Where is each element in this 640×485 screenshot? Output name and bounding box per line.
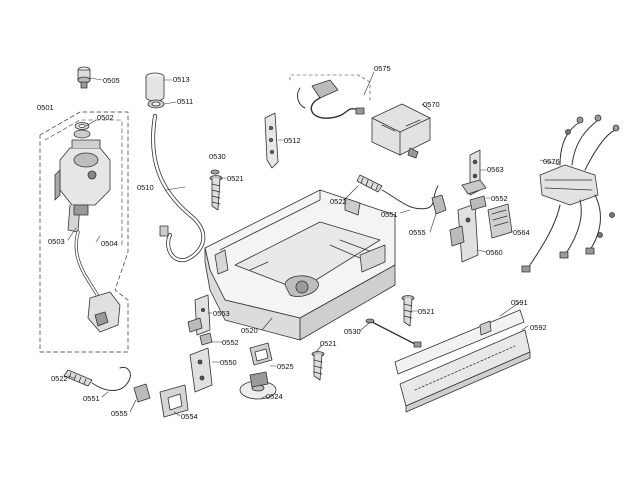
group-0501-outline [39, 111, 129, 353]
part-0525-clip [249, 342, 273, 366]
part-0522-screw-right [356, 174, 383, 193]
label-0525: 0525 [277, 362, 294, 371]
part-0592-panel [399, 329, 531, 413]
label-0521-low: 0521 [320, 339, 337, 348]
part-0524-disc [239, 371, 277, 400]
label-0513: 0513 [173, 75, 190, 84]
part-0550-bracket [189, 347, 213, 393]
part-0530-sensor-wire [371, 321, 416, 345]
part-0553-bracket [187, 294, 211, 336]
label-0592: 0592 [530, 323, 547, 332]
part-0551-wire-left [91, 367, 131, 391]
label-0591: 0591 [511, 298, 528, 307]
label-0511: 0511 [177, 97, 194, 106]
part-0551-wire-right [381, 185, 439, 210]
label-0552-right: 0552 [491, 194, 508, 203]
part-0564-connector [487, 203, 513, 239]
part-0521-screw-mid [401, 295, 415, 327]
label-0510: 0510 [137, 183, 154, 192]
label-0501: 0501 [37, 103, 54, 112]
label-0530-low: 0530 [344, 327, 361, 336]
part-0552-clip-left [199, 332, 213, 346]
label-0575: 0575 [374, 64, 391, 73]
part-0560-bracket [449, 203, 479, 263]
part-0576-wiring-harness [521, 114, 620, 273]
label-0564: 0564 [513, 228, 530, 237]
label-0512: 0512 [284, 136, 301, 145]
label-0504: 0504 [101, 239, 118, 248]
label-0550: 0550 [220, 358, 237, 367]
part-0555-clip-left [133, 383, 151, 403]
part-0521-screw-top [209, 175, 223, 211]
label-0563: 0563 [487, 165, 504, 174]
part-0522-screw-left [63, 369, 93, 387]
label-0521-top: 0521 [227, 174, 244, 183]
part-0502-seal [73, 122, 91, 139]
label-0551-left: 0551 [83, 394, 100, 403]
part-0570-control-module [371, 103, 431, 159]
label-0522-left: 0522 [51, 374, 68, 383]
label-0570: 0570 [423, 100, 440, 109]
part-0555-clip-right [431, 194, 447, 215]
part-0552-clip-right [469, 195, 487, 211]
label-0521-mid: 0521 [418, 307, 435, 316]
label-0551-right: 0551 [381, 210, 398, 219]
label-0505: 0505 [103, 76, 120, 85]
label-0555-right: 0555 [409, 228, 426, 237]
label-0503: 0503 [48, 237, 65, 246]
leader-lines [67, 71, 561, 417]
label-0502: 0502 [97, 113, 114, 122]
part-0511-ring [147, 99, 165, 109]
label-0552-left: 0552 [222, 338, 239, 347]
part-0512-stake [264, 112, 279, 169]
part-0530-post-top [210, 169, 220, 175]
part-0504-bracket [87, 291, 121, 333]
part-0575-sensor-cable [297, 79, 365, 119]
part-0521-screw-low [311, 351, 325, 381]
label-0530-top: 0530 [209, 152, 226, 161]
label-0520: 0520 [241, 326, 258, 335]
part-0591-panel [394, 309, 525, 375]
label-0524: 0524 [266, 392, 283, 401]
part-0505-cap [77, 66, 91, 89]
label-0576: 0576 [543, 157, 560, 166]
part-0520-base-tub [204, 189, 396, 341]
label-0553: 0553 [213, 309, 230, 318]
label-0522-right: 0522 [330, 197, 347, 206]
part-0513-cylinder [145, 72, 165, 102]
part-0563-bracket [461, 149, 487, 196]
part-0503-valve-assembly [54, 139, 111, 233]
group-0575-outline [289, 74, 371, 103]
label-0560: 0560 [486, 248, 503, 257]
label-0554: 0554 [181, 412, 198, 421]
label-0555-left: 0555 [111, 409, 128, 418]
part-0554-hinge [159, 384, 189, 418]
